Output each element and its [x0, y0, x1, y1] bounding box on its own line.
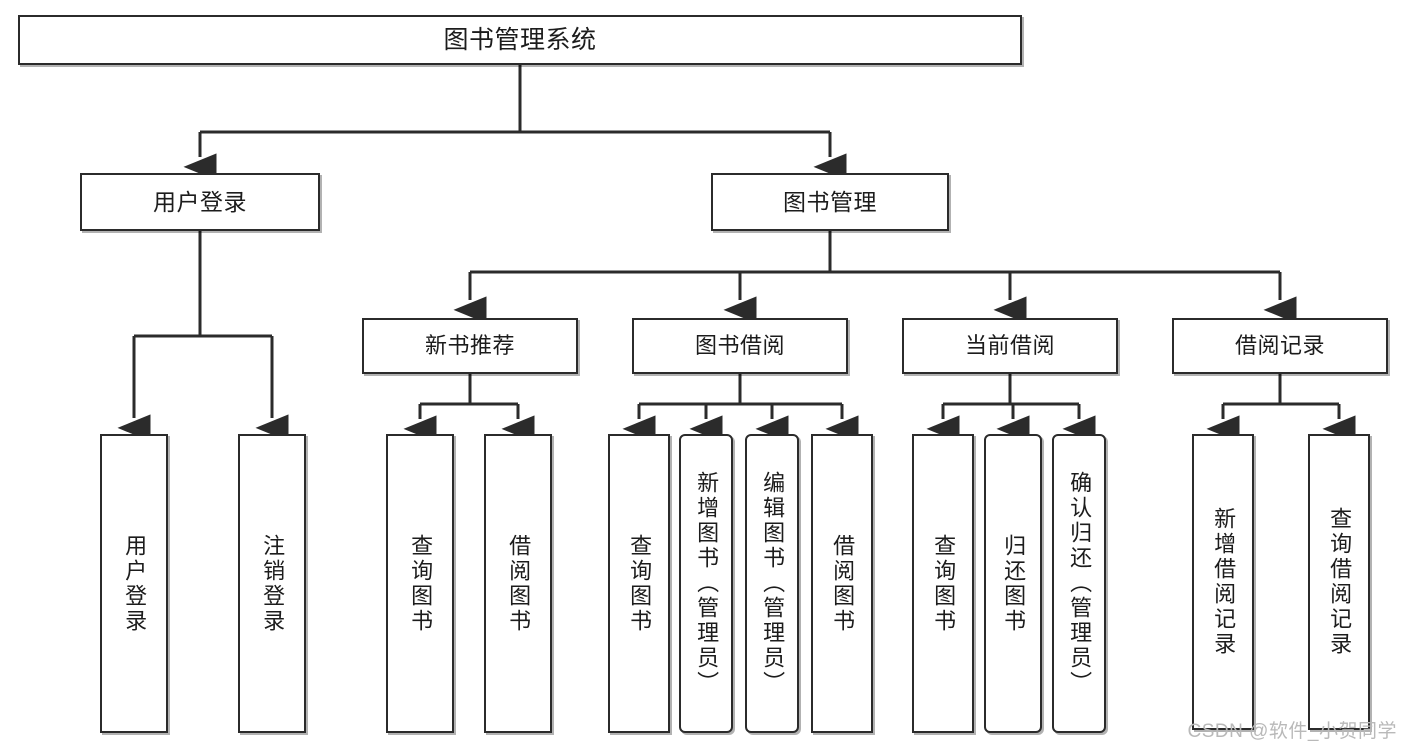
node-leaf-query-book-rec-label: 查询图书 — [408, 533, 434, 634]
node-root-system[interactable]: 图书管理系统 — [18, 15, 1022, 65]
node-root-system-label: 图书管理系统 — [443, 25, 597, 54]
node-borrow-record[interactable]: 借阅记录 — [1172, 318, 1388, 374]
node-leaf-borrow-book-label: 借阅图书 — [830, 533, 856, 634]
node-user-login-label: 用户登录 — [153, 188, 247, 215]
node-user-login[interactable]: 用户登录 — [80, 173, 320, 231]
node-leaf-query-book-borrow-label: 查询图书 — [627, 533, 653, 634]
node-leaf-user-login-label: 用户登录 — [122, 533, 148, 634]
node-leaf-borrow-book[interactable]: 借阅图书 — [811, 434, 873, 733]
node-new-book-rec-label: 新书推荐 — [424, 333, 515, 359]
node-leaf-user-login[interactable]: 用户登录 — [100, 434, 168, 733]
node-leaf-borrow-book-rec[interactable]: 借阅图书 — [484, 434, 552, 733]
node-leaf-borrow-book-rec-label: 借阅图书 — [506, 533, 532, 634]
node-current-borrow[interactable]: 当前借阅 — [902, 318, 1118, 374]
node-leaf-add-book[interactable]: 新增图书（管理员） — [679, 434, 733, 733]
node-leaf-query-book-cur-label: 查询图书 — [931, 533, 957, 634]
node-leaf-add-record-label: 新增借阅记录 — [1211, 507, 1237, 657]
node-book-manage[interactable]: 图书管理 — [711, 173, 949, 231]
node-leaf-confirm-return-label: 确认归还（管理员） — [1067, 471, 1093, 696]
node-current-borrow-label: 当前借阅 — [964, 333, 1055, 359]
node-borrow-record-label: 借阅记录 — [1234, 333, 1325, 359]
node-leaf-return-book-label: 归还图书 — [1001, 533, 1027, 634]
node-book-borrow-label: 图书借阅 — [694, 333, 785, 359]
node-leaf-logout[interactable]: 注销登录 — [238, 434, 306, 733]
node-leaf-logout-label: 注销登录 — [260, 533, 286, 634]
node-leaf-add-book-label: 新增图书（管理员） — [694, 471, 720, 696]
node-new-book-rec[interactable]: 新书推荐 — [362, 318, 578, 374]
csdn-watermark: CSDN @软件_小贺同学 — [1187, 721, 1397, 742]
node-leaf-query-record[interactable]: 查询借阅记录 — [1308, 434, 1370, 730]
node-leaf-return-book[interactable]: 归还图书 — [984, 434, 1042, 733]
node-leaf-edit-book[interactable]: 编辑图书（管理员） — [745, 434, 799, 733]
node-leaf-confirm-return[interactable]: 确认归还（管理员） — [1052, 434, 1106, 733]
node-book-manage-label: 图书管理 — [783, 188, 877, 215]
node-leaf-query-book-cur[interactable]: 查询图书 — [912, 434, 974, 733]
node-leaf-edit-book-label: 编辑图书（管理员） — [760, 471, 786, 696]
node-leaf-query-book-borrow[interactable]: 查询图书 — [608, 434, 670, 733]
node-leaf-query-record-label: 查询借阅记录 — [1327, 507, 1353, 657]
node-book-borrow[interactable]: 图书借阅 — [632, 318, 848, 374]
node-leaf-query-book-rec[interactable]: 查询图书 — [386, 434, 454, 733]
node-leaf-add-record[interactable]: 新增借阅记录 — [1192, 434, 1254, 730]
